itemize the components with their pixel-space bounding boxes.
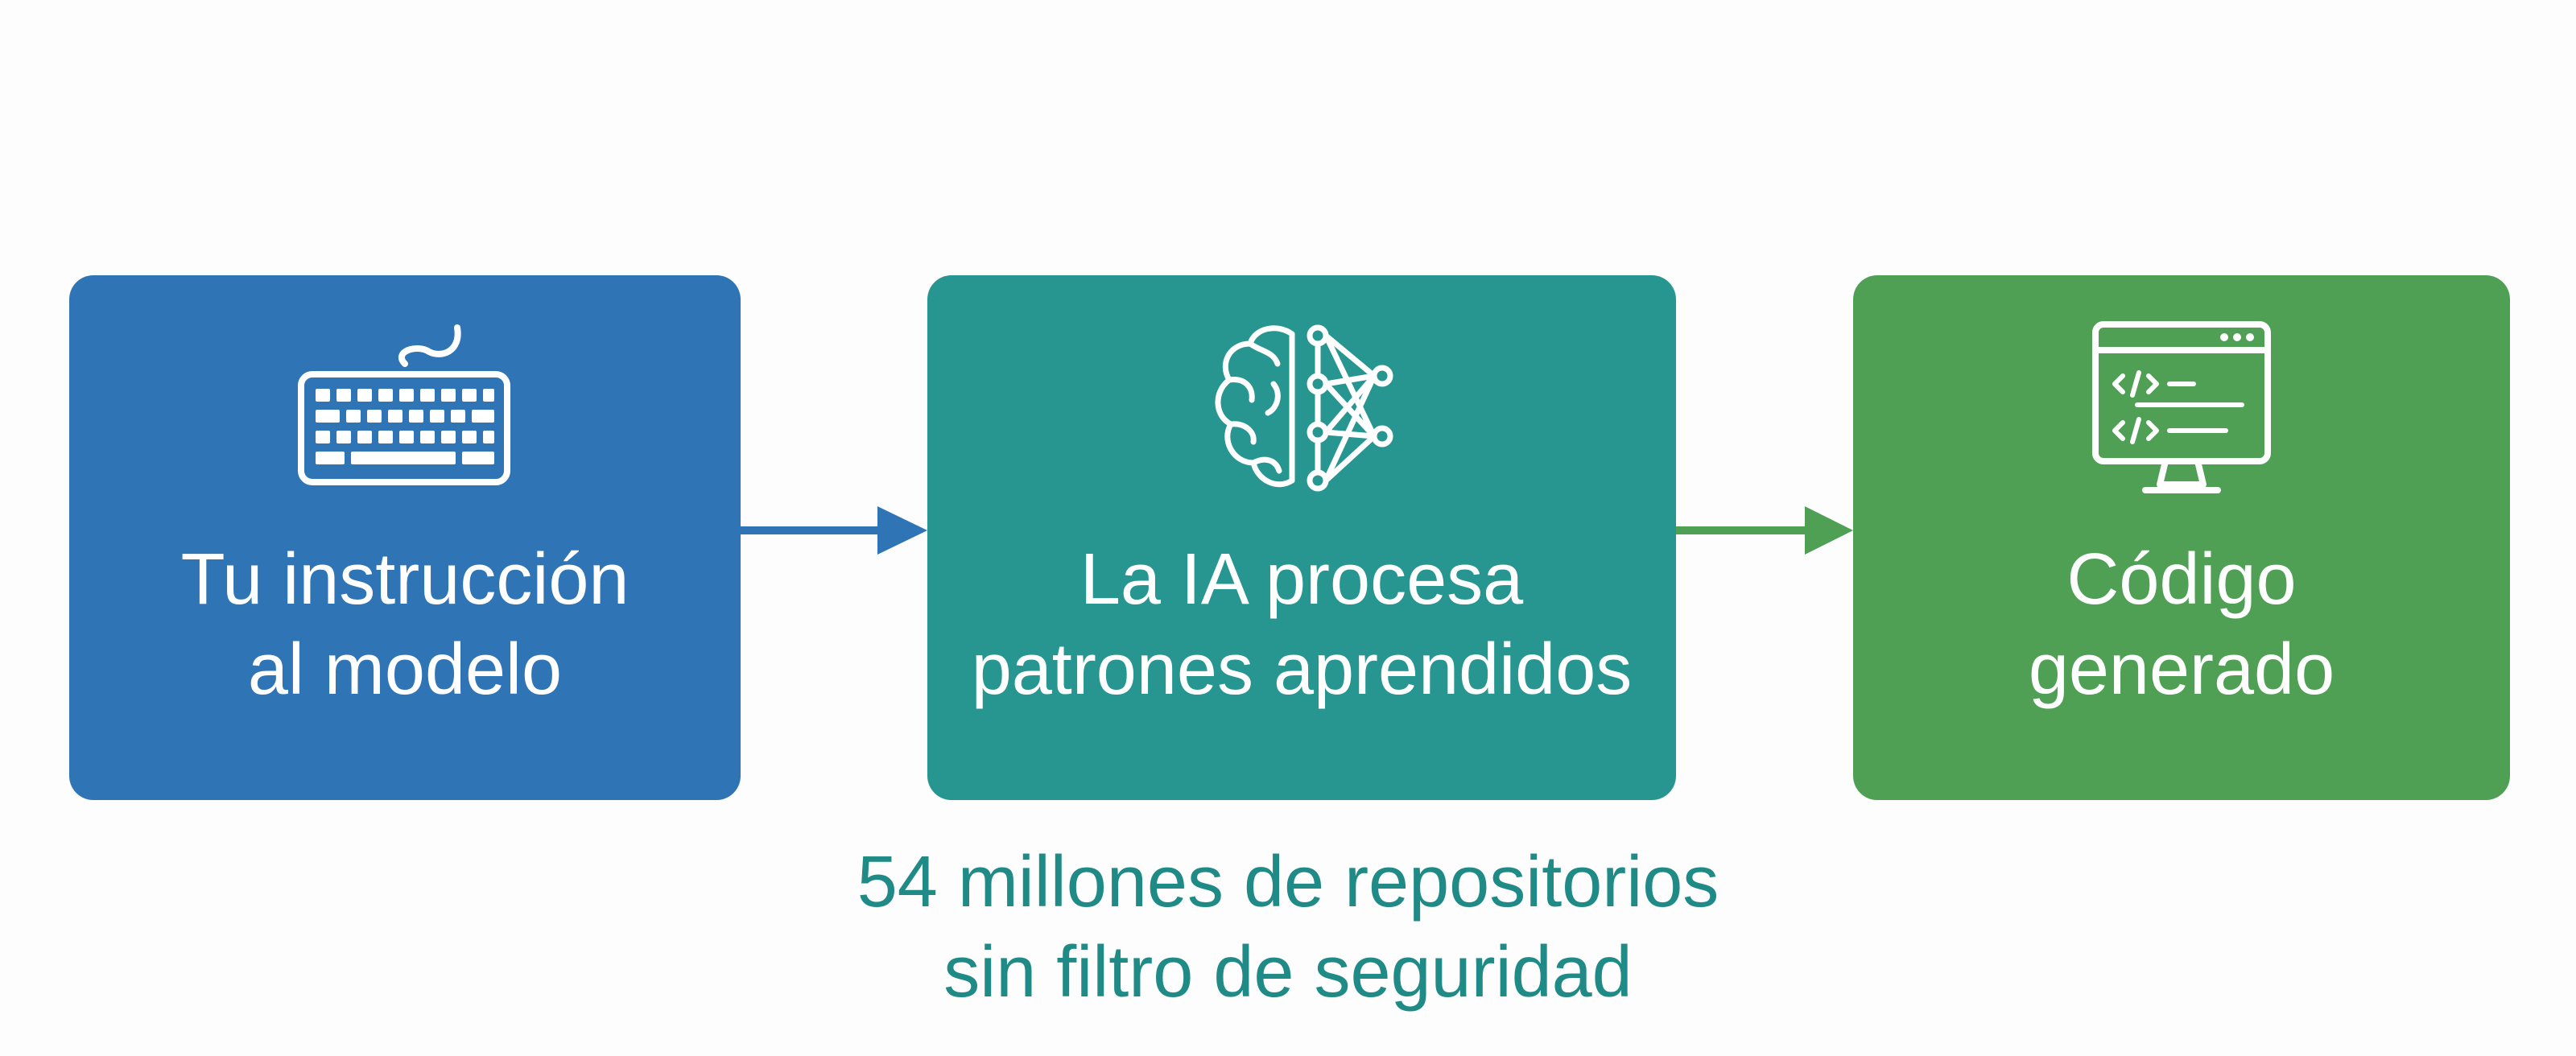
step-process-box: La IA procesa patrones aprendidos xyxy=(927,275,1676,800)
flow-arrow xyxy=(741,502,927,563)
step-label-line: Tu instrucción xyxy=(180,539,630,620)
step-label: Código generado xyxy=(1853,534,2510,715)
step-input-box: Tu instrucción al modelo xyxy=(69,275,741,800)
step-label-line: generado xyxy=(2028,629,2335,710)
caption-line: sin filtro de seguridad xyxy=(943,932,1633,1013)
keyboard-icon xyxy=(296,320,514,493)
step-label-line: al modelo xyxy=(247,629,563,710)
step-label-line: Código xyxy=(2066,539,2297,620)
flow-arrow xyxy=(1676,502,1853,563)
step-label: La IA procesa patrones aprendidos xyxy=(927,534,1676,715)
dataset-caption: 54 millones de repositorios sin filtro d… xyxy=(0,837,2576,1017)
step-label-line: La IA procesa xyxy=(1080,539,1524,620)
step-output-box: Código generado xyxy=(1853,275,2510,800)
step-label: Tu instrucción al modelo xyxy=(69,534,741,715)
brain-network-icon xyxy=(1197,320,1406,509)
caption-line: 54 millones de repositorios xyxy=(857,842,1719,922)
step-label-line: patrones aprendidos xyxy=(971,629,1633,710)
code-monitor-icon xyxy=(2089,320,2274,505)
